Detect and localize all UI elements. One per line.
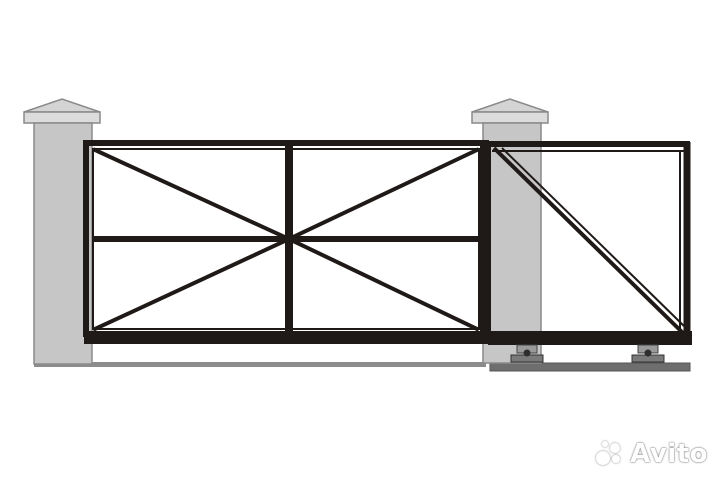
avito-watermark: Avito — [594, 436, 708, 472]
avito-watermark-text: Avito — [630, 439, 708, 469]
tail-diagonal-inner — [501, 147, 685, 327]
left-pillar-cap — [23, 111, 101, 124]
roller-carriage-left — [510, 344, 544, 363]
tail-diagonal — [492, 146, 686, 336]
right-pillar-cap-roof — [471, 98, 549, 113]
gate-leaf-end-post — [480, 142, 491, 343]
gate-bottom-beam — [84, 332, 488, 344]
roller-wheel-left — [523, 349, 531, 357]
avito-logo-icon — [594, 439, 624, 469]
gate-diagonal-bottom-right — [286, 236, 480, 332]
left-pillar-body — [33, 122, 93, 365]
gate-leaf — [83, 140, 491, 344]
tail-bottom-beam — [488, 331, 692, 345]
counterweight-section — [488, 141, 692, 345]
gate-diagonal-top-right — [286, 147, 480, 242]
roller-wheel-right — [644, 349, 652, 357]
left-pillar-cap-roof — [23, 98, 101, 113]
guide-rail — [489, 362, 691, 372]
gate-diagonal-bottom-left — [92, 236, 292, 332]
left-pillar — [23, 98, 101, 365]
gate-diagonal-top-left — [92, 147, 292, 242]
roller-carriage-right — [631, 344, 665, 363]
right-pillar-cap — [471, 111, 549, 124]
ground-line — [34, 362, 486, 367]
